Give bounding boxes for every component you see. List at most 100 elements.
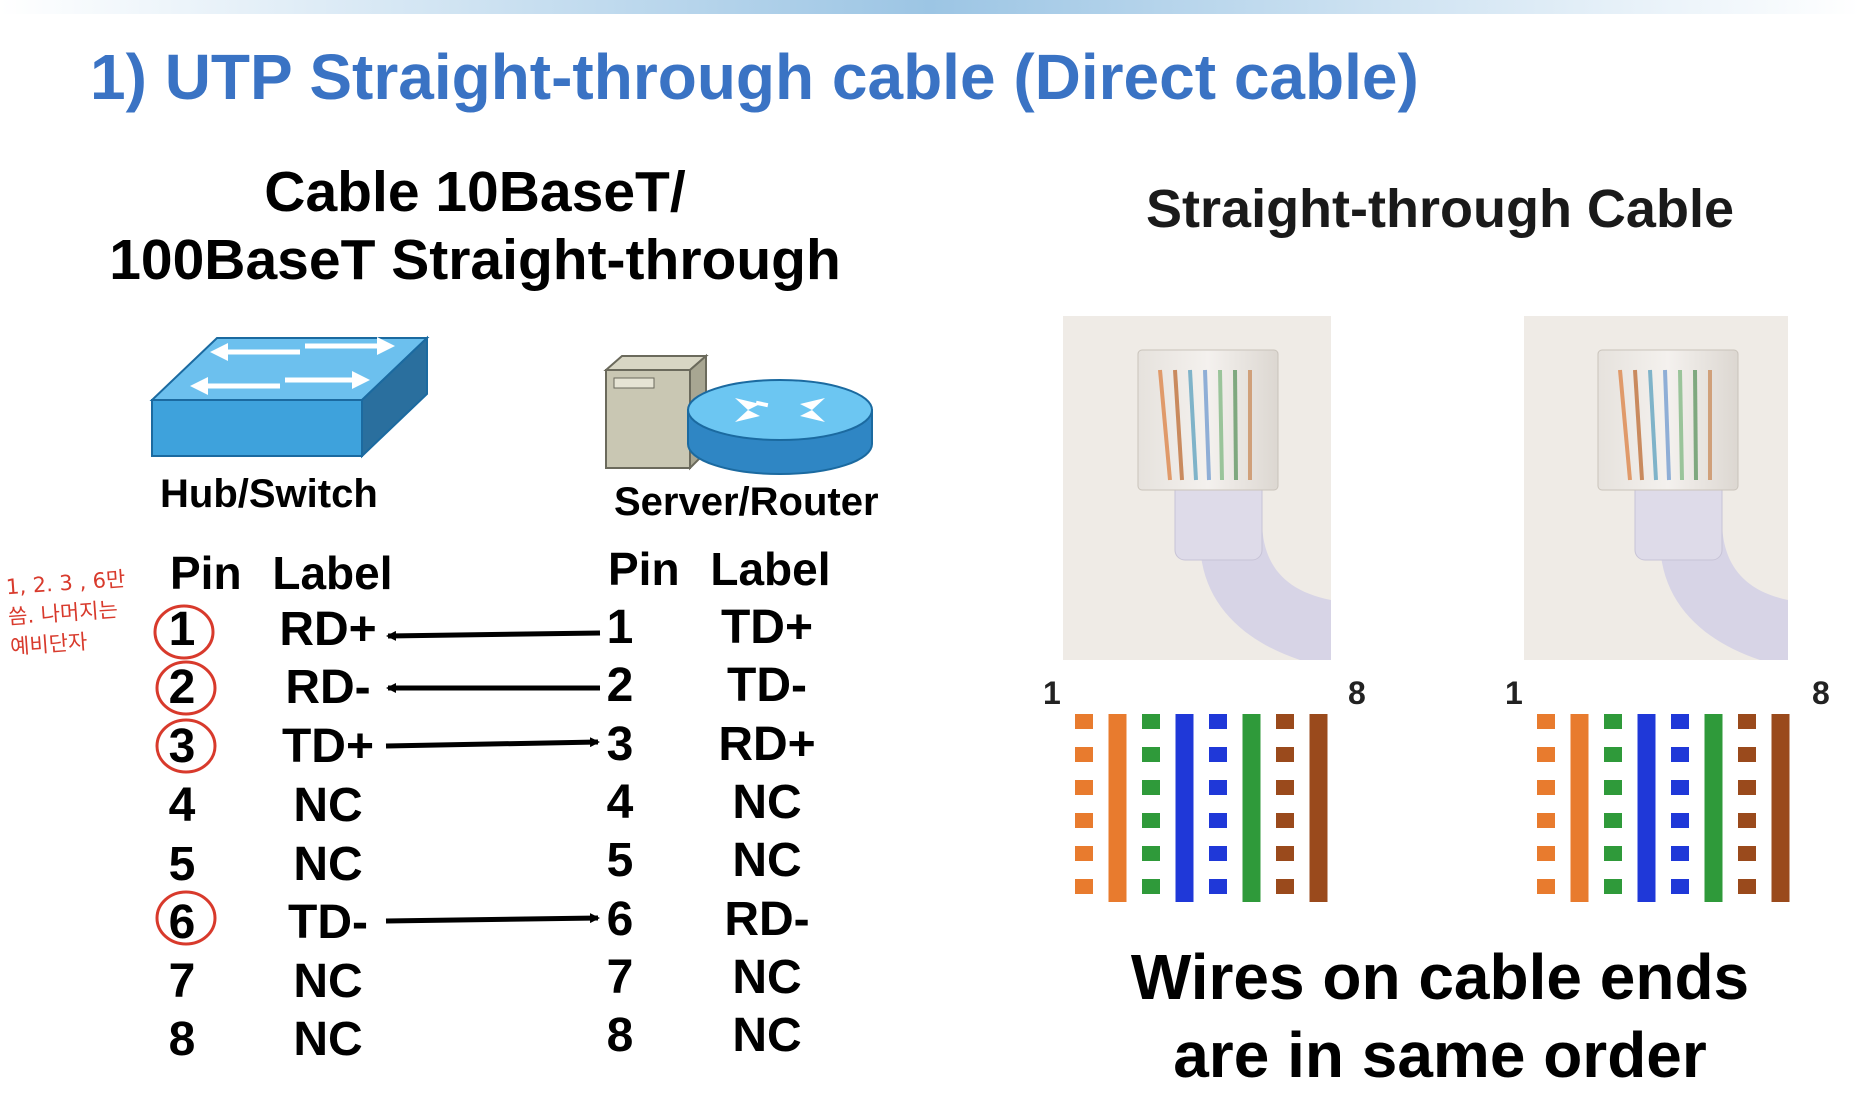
left-end-first-pin: 1 bbox=[1043, 675, 1061, 711]
right-pin-number: 8 bbox=[606, 1009, 634, 1062]
left-header-pin: Pin bbox=[170, 547, 242, 599]
right-pin-label: TD- bbox=[727, 659, 807, 712]
photo-title: Straight-through Cable bbox=[1146, 179, 1734, 239]
wire-white-green-segment bbox=[1604, 747, 1622, 762]
wire-orange bbox=[1570, 714, 1589, 902]
server-icon bbox=[603, 353, 709, 471]
wire-white-green-segment bbox=[1142, 780, 1160, 795]
wire-white-orange-segment bbox=[1537, 747, 1555, 762]
wire-white-orange-segment bbox=[1075, 714, 1093, 729]
wire-white-blue-segment bbox=[1671, 846, 1689, 861]
left-pin-number: 8 bbox=[168, 1013, 196, 1066]
circle-pin-6 bbox=[155, 890, 217, 946]
wire-white-orange-segment bbox=[1075, 879, 1093, 894]
left-pin-label: NC bbox=[293, 838, 363, 891]
wire-white-orange-segment bbox=[1075, 846, 1093, 861]
left-pin-number: 5 bbox=[168, 838, 196, 891]
circle-pin-1 bbox=[153, 604, 215, 660]
wire-white-brown-segment bbox=[1738, 714, 1756, 729]
caption-line-1: Wires on cable ends bbox=[1130, 941, 1750, 1013]
wire-white-blue-segment bbox=[1209, 879, 1227, 894]
switch-icon bbox=[149, 335, 430, 459]
arrow-pin-3 bbox=[385, 737, 600, 749]
wire-white-green-segment bbox=[1604, 813, 1622, 828]
wire-white-green-segment bbox=[1142, 846, 1160, 861]
arrow-pin-6 bbox=[385, 913, 600, 924]
left-pin-number: 7 bbox=[168, 955, 196, 1008]
router-icon bbox=[687, 379, 873, 475]
wire-white-green-segment bbox=[1142, 813, 1160, 828]
right-pin-number: 2 bbox=[606, 659, 634, 712]
wire-white-brown-segment bbox=[1276, 780, 1294, 795]
right-pin-label: NC bbox=[732, 834, 802, 887]
hub-switch-label: Hub/Switch bbox=[160, 472, 378, 516]
right-pin-number: 5 bbox=[606, 834, 634, 887]
wire-white-orange-segment bbox=[1537, 714, 1555, 729]
wire-white-green-segment bbox=[1142, 747, 1160, 762]
right-pin-label: NC bbox=[732, 951, 802, 1004]
right-header-label: Label bbox=[710, 543, 831, 595]
wire-white-orange-segment bbox=[1075, 747, 1093, 762]
wire-white-blue-segment bbox=[1671, 879, 1689, 894]
right-pin-header: Pin Label bbox=[608, 542, 831, 596]
left-pin-label: NC bbox=[293, 779, 363, 832]
wire-white-orange-segment bbox=[1075, 780, 1093, 795]
wire-white-brown-segment bbox=[1276, 714, 1294, 729]
server-router-label: Server/Router bbox=[614, 480, 879, 524]
right-pin-number: 3 bbox=[606, 718, 634, 771]
caption-line-2: are in same order bbox=[1173, 1019, 1707, 1091]
left-pin-number: 6 bbox=[168, 896, 196, 949]
wire-white-orange-segment bbox=[1075, 813, 1093, 828]
wire-green bbox=[1704, 714, 1723, 902]
right-pin-label: RD+ bbox=[718, 718, 816, 771]
wire-white-blue-segment bbox=[1209, 780, 1227, 795]
wire-white-brown-segment bbox=[1738, 813, 1756, 828]
diagram-title-line-2: 100BaseT Straight-through bbox=[109, 228, 841, 292]
right-pin-label: TD+ bbox=[720, 601, 813, 654]
wire-order-left bbox=[1075, 714, 1328, 902]
right-pin-label: NC bbox=[732, 776, 802, 829]
wire-white-green-segment bbox=[1604, 846, 1622, 861]
right-end-first-pin: 1 bbox=[1505, 675, 1523, 711]
left-pin-number: 3 bbox=[168, 720, 196, 773]
left-pin-label: RD+ bbox=[279, 603, 377, 656]
wire-white-blue-segment bbox=[1671, 714, 1689, 729]
wire-blue bbox=[1175, 714, 1194, 902]
wire-white-brown-segment bbox=[1276, 813, 1294, 828]
cable-photo-right bbox=[1524, 316, 1788, 660]
wire-white-green-segment bbox=[1142, 879, 1160, 894]
right-pin-label: NC bbox=[732, 1009, 802, 1062]
arrow-pin-1 bbox=[386, 630, 601, 641]
left-end-last-pin: 8 bbox=[1348, 675, 1366, 711]
wire-white-orange-segment bbox=[1537, 846, 1555, 861]
left-pin-label: NC bbox=[293, 955, 363, 1008]
diagram-title-line-1: Cable 10BaseT/ bbox=[264, 160, 686, 224]
right-pin-number: 4 bbox=[606, 776, 634, 829]
wire-white-brown-segment bbox=[1276, 747, 1294, 762]
wire-white-brown-segment bbox=[1738, 846, 1756, 861]
right-end-last-pin: 8 bbox=[1812, 675, 1830, 711]
circle-pin-2 bbox=[155, 660, 217, 716]
left-header-label: Label bbox=[272, 547, 393, 599]
wire-white-blue-segment bbox=[1671, 780, 1689, 795]
top-decoration-bar bbox=[0, 0, 1860, 14]
left-pin-label: NC bbox=[293, 1013, 363, 1066]
diagram-title: Cable 10BaseT/ 100BaseT Straight-through bbox=[60, 158, 890, 294]
circle-pin-3 bbox=[155, 718, 217, 774]
wire-white-blue-segment bbox=[1209, 747, 1227, 762]
connection-arrows bbox=[385, 630, 601, 924]
wire-white-blue-segment bbox=[1209, 714, 1227, 729]
wire-white-blue-segment bbox=[1671, 747, 1689, 762]
right-header-pin: Pin bbox=[608, 543, 680, 595]
right-pin-number: 1 bbox=[606, 601, 634, 654]
wire-white-blue-segment bbox=[1671, 813, 1689, 828]
wire-white-brown-segment bbox=[1738, 879, 1756, 894]
left-pin-number: 2 bbox=[168, 661, 196, 714]
pin-circles bbox=[153, 604, 217, 946]
wire-white-blue-segment bbox=[1209, 846, 1227, 861]
wire-white-orange-segment bbox=[1537, 879, 1555, 894]
left-pin-number: 4 bbox=[168, 779, 196, 832]
wire-green bbox=[1242, 714, 1261, 902]
left-pin-label: TD+ bbox=[281, 720, 374, 773]
